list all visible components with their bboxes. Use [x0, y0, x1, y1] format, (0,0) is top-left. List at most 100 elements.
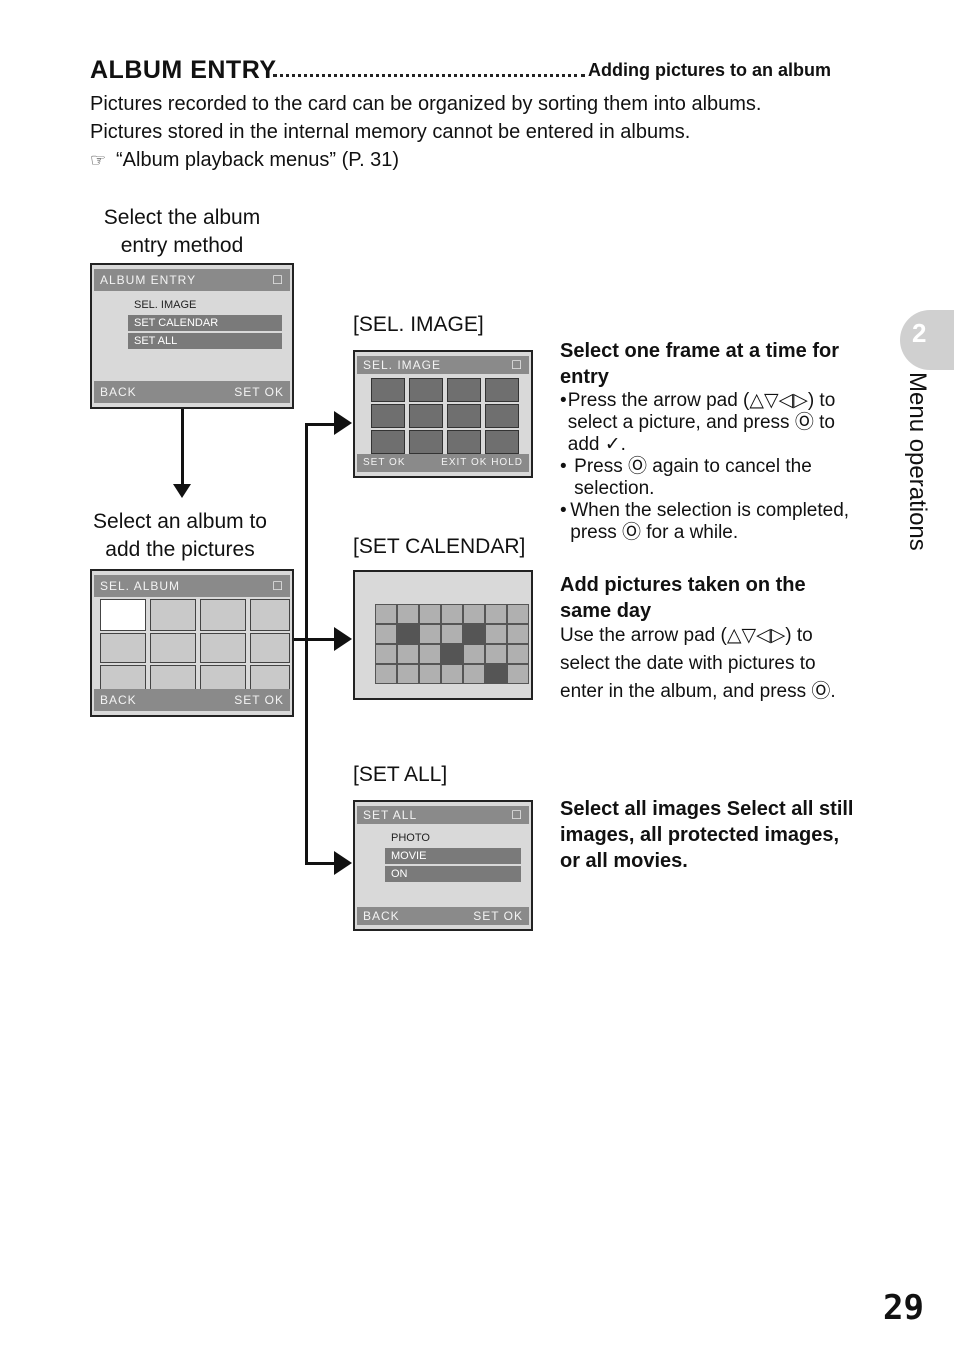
chapter-title-text: Menu operations: [904, 372, 931, 551]
album-12: [250, 665, 290, 693]
footer-set: SET OK: [473, 909, 523, 923]
set-all-item-on: ON: [385, 866, 521, 882]
arrow-sel-image: [334, 411, 352, 435]
chapter-tab: [900, 310, 954, 370]
thumbnail: [409, 404, 443, 428]
album-4: [250, 599, 290, 631]
label-set-all: [SET ALL]: [353, 763, 448, 786]
branch-line-sel-image: [305, 423, 337, 426]
thumbnail: [409, 430, 443, 454]
branch-line-set-calendar: [294, 638, 336, 641]
set-calendar-screen: [353, 570, 533, 700]
thumbnail: [447, 378, 481, 402]
arrow-set-all: [334, 851, 352, 875]
thumbnail: [485, 404, 519, 428]
calendar-cell: [507, 624, 529, 644]
page-subtitle: Adding pictures to an album: [588, 60, 832, 80]
calendar-cell: [485, 604, 507, 624]
bullet-text: Press Ⓞ again to cancel the selection.: [574, 456, 812, 499]
calendar-cell: [441, 604, 463, 624]
calendar-cell: [507, 604, 529, 624]
thumbnail: [447, 404, 481, 428]
ok-icon: ☐: [511, 358, 523, 372]
reference-text: “Album playback menus” (P. 31): [116, 149, 400, 171]
footer-set: SET OK: [234, 385, 284, 399]
calendar-cell: [463, 644, 485, 664]
calendar-cell: [375, 644, 397, 664]
album-7: [200, 633, 246, 663]
intro-reference: ☞ “Album playback menus” (P. 31): [90, 146, 399, 174]
album-10: [150, 665, 196, 693]
sel-image-footer-bar: SET OK EXIT OK HOLD: [357, 454, 529, 472]
step2-caption-line1: Select an album to: [93, 510, 267, 533]
thumbnail: [485, 378, 519, 402]
page-title: ALBUM ENTRY: [90, 56, 277, 84]
arrow-set-calendar: [334, 627, 352, 651]
album-8: [250, 633, 290, 663]
book-reference-icon: ☞: [90, 150, 107, 170]
menu-item-set-all: SET ALL: [128, 333, 282, 349]
album-1: [100, 599, 146, 631]
sel-image-screen: SEL. IMAGE ☐ SET OK EXIT OK HOLD: [353, 350, 533, 478]
calendar-cell: [397, 644, 419, 664]
thumbnail: [447, 430, 481, 454]
footer-exit: EXIT OK HOLD: [441, 457, 523, 468]
intro-line-1: Pictures recorded to the card can be org…: [90, 93, 762, 115]
step2-caption: Select an album to add the pictures: [80, 508, 280, 564]
step2-caption-line2: add the pictures: [105, 538, 255, 561]
thumbnail: [371, 404, 405, 428]
set-all-item-photo: PHOTO: [391, 832, 430, 844]
calendar-cell: [485, 664, 507, 684]
calendar-cell: [375, 624, 397, 644]
sel-image-bullets: •Press the arrow pad (△▽◁▷) to select a …: [560, 390, 860, 544]
thumbnail: [371, 378, 405, 402]
calendar-cell: [485, 624, 507, 644]
calendar-cell: [419, 624, 441, 644]
calendar-cell: [441, 644, 463, 664]
page-number: 29: [883, 1288, 924, 1328]
calendar-cell: [485, 644, 507, 664]
label-set-calendar: [SET CALENDAR]: [353, 535, 526, 558]
bullet-text: Press the arrow pad (△▽◁▷) to select a p…: [567, 390, 836, 455]
label-sel-image: [SEL. IMAGE]: [353, 313, 484, 336]
set-all-screen: SET ALL ☐ PHOTO MOVIE ON BACK SET OK: [353, 800, 533, 931]
album-5: [100, 633, 146, 663]
select-album-screen-title: SEL. ALBUM: [100, 579, 181, 593]
menu-item-set-calendar: SET CALENDAR: [128, 315, 282, 331]
album-entry-screen: ALBUM ENTRY ☐ SEL. IMAGE SET CALENDAR SE…: [90, 263, 294, 409]
set-all-heading: Select all images Select all still image…: [560, 798, 854, 872]
bullet-text: When the selection is completed, press Ⓞ…: [570, 500, 850, 543]
album-3: [200, 599, 246, 631]
intro-line-2: Pictures stored in the internal memory c…: [90, 121, 691, 143]
footer-back: BACK: [363, 909, 400, 923]
ok-icon: ☐: [272, 273, 284, 287]
select-album-title-bar: SEL. ALBUM ☐: [94, 575, 290, 597]
footer-back: BACK: [100, 385, 137, 399]
calendar-cell: [397, 604, 419, 624]
thumbnail: [409, 378, 443, 402]
calendar-cell: [441, 624, 463, 644]
calendar-cell: [463, 604, 485, 624]
chapter-number: 2: [912, 318, 927, 348]
calendar-cell: [419, 604, 441, 624]
ok-icon: ☐: [511, 808, 523, 822]
album-6: [150, 633, 196, 663]
thumbnail: [485, 430, 519, 454]
calendar-cell: [419, 664, 441, 684]
calendar-cell: [441, 664, 463, 684]
set-all-footer-bar: BACK SET OK: [357, 907, 529, 925]
album-2: [150, 599, 196, 631]
bullet-item: •Press Ⓞ again to cancel the selection.: [560, 456, 860, 500]
set-calendar-body: Use the arrow pad (△▽◁▷) to select the d…: [560, 625, 836, 702]
calendar-cell: [419, 644, 441, 664]
select-album-screen: SEL. ALBUM ☐ BACK SET OK: [90, 569, 294, 717]
ok-icon: ☐: [272, 579, 284, 593]
bullet-item: •When the selection is completed, press …: [560, 500, 860, 544]
footer-set: SET OK: [363, 457, 406, 468]
album-entry-title-bar: ALBUM ENTRY ☐: [94, 269, 290, 291]
select-album-footer-bar: BACK SET OK: [94, 689, 290, 711]
calendar-cell: [375, 604, 397, 624]
calendar-cell: [463, 624, 485, 644]
down-arrow-line: [181, 409, 184, 489]
leader-dots: [273, 68, 585, 77]
